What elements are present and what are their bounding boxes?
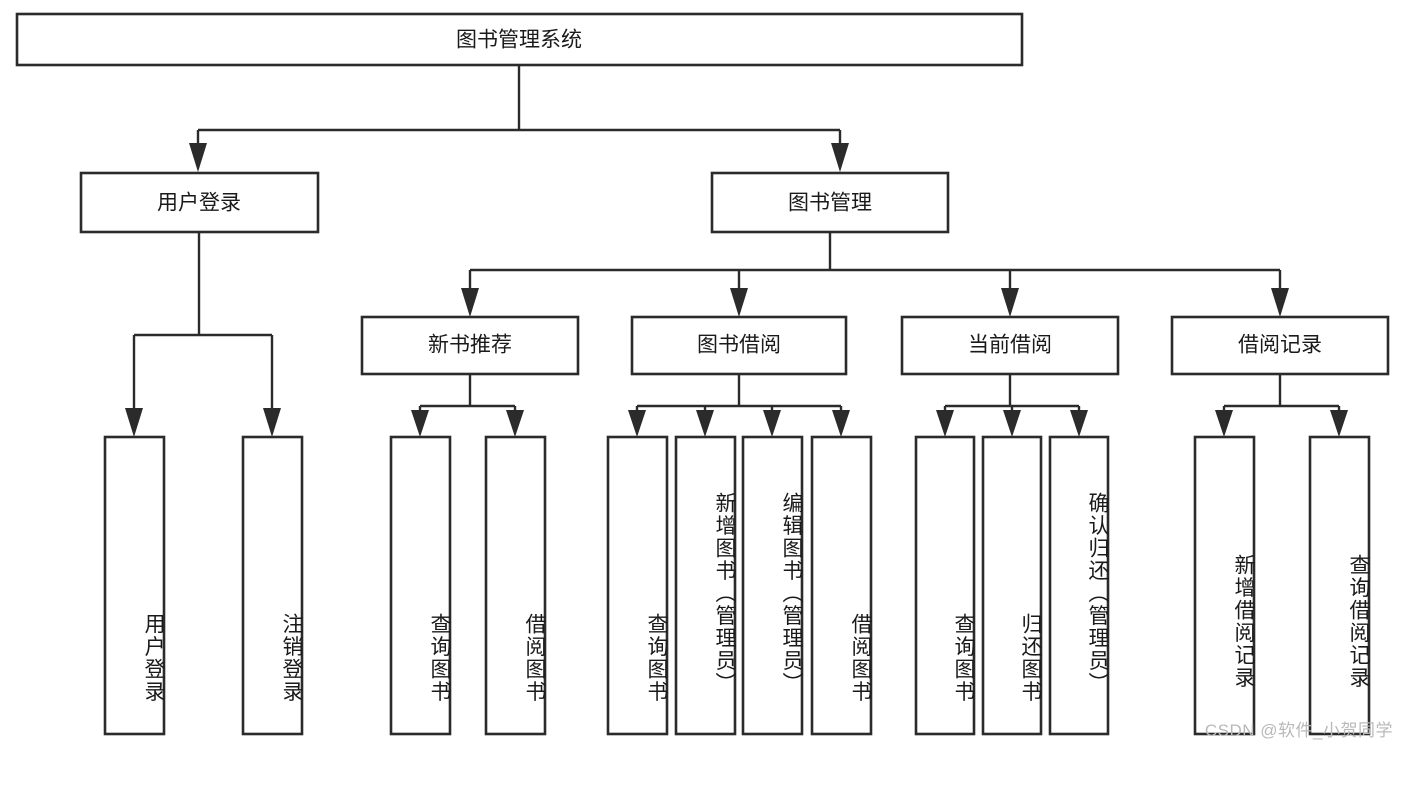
flowchart-canvas: 图书管理系统 用户登录 图书管理 bbox=[15, 12, 1393, 740]
leaf-box-book-borrow-0[interactable] bbox=[606, 435, 669, 736]
arrow-head-icon bbox=[1215, 410, 1233, 437]
leaf-box-new-book-recommend-1[interactable] bbox=[484, 435, 547, 736]
arrow-head-icon bbox=[1070, 410, 1088, 437]
arrow-head-icon bbox=[1001, 288, 1019, 317]
arrow-head-icon bbox=[763, 410, 781, 437]
leaf-box-borrow-record-0[interactable] bbox=[1193, 435, 1256, 736]
connector-root-to-level2 bbox=[189, 65, 849, 172]
node-borrow-record-label: 借阅记录 bbox=[1238, 334, 1322, 357]
arrow-head-icon bbox=[1330, 410, 1348, 437]
node-current-borrow[interactable]: 当前借阅 bbox=[900, 315, 1120, 376]
leaf-box-user-login-0[interactable] bbox=[103, 435, 166, 736]
leaf-box-current-borrow-1[interactable] bbox=[981, 435, 1043, 736]
arrow-head-icon bbox=[263, 408, 281, 437]
arrow-head-icon bbox=[936, 410, 954, 437]
node-user-login[interactable]: 用户登录 bbox=[79, 171, 320, 234]
leaf-box-book-borrow-1[interactable] bbox=[674, 435, 737, 736]
connector-current-borrow-to-leaves bbox=[936, 374, 1088, 437]
arrow-head-icon bbox=[1271, 288, 1289, 317]
leaf-box-user-login-1[interactable] bbox=[241, 435, 304, 736]
node-user-login-label: 用户登录 bbox=[157, 192, 241, 215]
node-new-book-recommend[interactable]: 新书推荐 bbox=[360, 315, 580, 376]
node-user-login-box[interactable] bbox=[79, 171, 320, 234]
arrow-head-icon bbox=[831, 143, 849, 172]
node-book-management[interactable]: 图书管理 bbox=[710, 171, 950, 234]
connector-book-borrow-to-leaves bbox=[628, 374, 850, 437]
arrow-head-icon bbox=[506, 410, 524, 437]
node-book-management-label: 图书管理 bbox=[788, 192, 872, 215]
leaf-box-current-borrow-2[interactable] bbox=[1048, 435, 1110, 736]
node-book-borrow[interactable]: 图书借阅 bbox=[630, 315, 848, 376]
arrow-head-icon bbox=[832, 410, 850, 437]
node-new-book-recommend-label: 新书推荐 bbox=[428, 334, 512, 357]
leaf-box-book-borrow-2[interactable] bbox=[741, 435, 804, 736]
arrow-head-icon bbox=[696, 410, 714, 437]
arrow-head-icon bbox=[189, 143, 207, 172]
arrow-head-icon bbox=[461, 288, 479, 317]
connector-new-book-recommend-to-leaves bbox=[411, 374, 524, 437]
node-current-borrow-label: 当前借阅 bbox=[968, 334, 1052, 357]
arrow-head-icon bbox=[125, 408, 143, 437]
flowchart-svg: 图书管理系统 用户登录 图书管理 bbox=[15, 12, 1390, 736]
node-root[interactable]: 图书管理系统 bbox=[15, 12, 1024, 67]
leaf-box-book-borrow-3[interactable] bbox=[810, 435, 873, 736]
csdn-watermark: CSDN @软件_小贺同学 bbox=[1204, 721, 1393, 740]
connector-user-login-to-leaves bbox=[125, 232, 281, 437]
leaf-box-current-borrow-0[interactable] bbox=[914, 435, 976, 736]
arrow-head-icon bbox=[1003, 410, 1021, 437]
connector-borrow-record-to-leaves bbox=[1215, 374, 1348, 437]
leaf-box-borrow-record-1[interactable] bbox=[1308, 435, 1371, 736]
node-current-borrow-box[interactable] bbox=[900, 315, 1120, 376]
node-borrow-record[interactable]: 借阅记录 bbox=[1170, 315, 1390, 376]
node-root-label: 图书管理系统 bbox=[456, 29, 582, 52]
node-book-borrow-label: 图书借阅 bbox=[697, 334, 781, 357]
node-new-book-recommend-box[interactable] bbox=[360, 315, 580, 376]
arrow-head-icon bbox=[628, 410, 646, 437]
arrow-head-icon bbox=[411, 410, 429, 437]
node-root-box[interactable] bbox=[15, 12, 1024, 67]
connector-book-management-to-level3 bbox=[461, 232, 1289, 317]
arrow-head-icon bbox=[730, 288, 748, 317]
leaf-box-new-book-recommend-0[interactable] bbox=[389, 435, 452, 736]
